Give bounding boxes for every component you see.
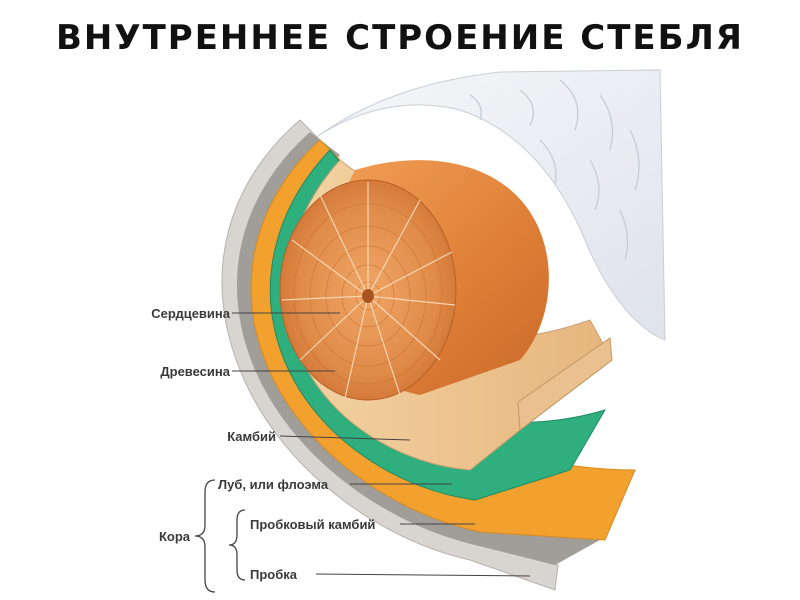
bark-brace bbox=[195, 480, 245, 592]
label-bark: Кора bbox=[159, 529, 191, 544]
label-cork: Пробка bbox=[250, 567, 298, 582]
label-cork-cambium: Пробковый камбий bbox=[250, 517, 375, 532]
label-wood: Древесина bbox=[160, 364, 230, 379]
label-cambium: Камбий bbox=[227, 429, 276, 444]
label-pith: Сердцевина bbox=[151, 306, 231, 321]
pith-center bbox=[362, 289, 374, 303]
label-phloem: Луб, или флоэма bbox=[218, 477, 329, 492]
